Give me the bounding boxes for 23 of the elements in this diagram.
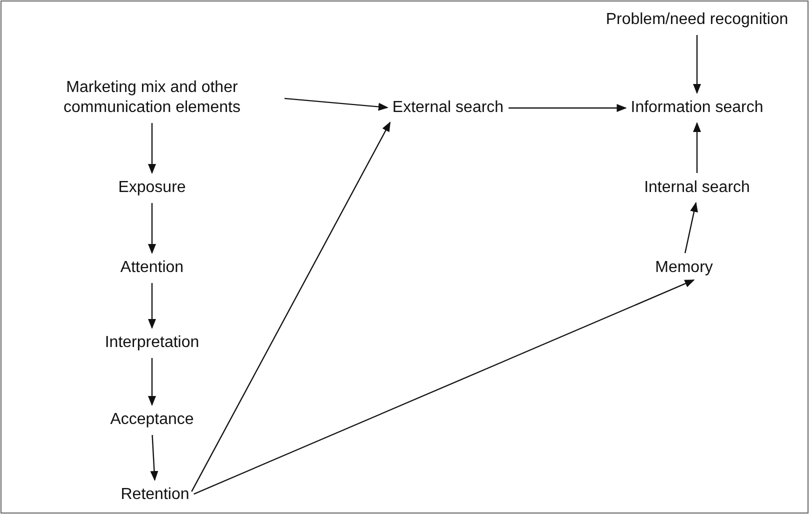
arrow	[693, 35, 701, 94]
node-label: Exposure	[118, 178, 186, 198]
node-label: Information search	[630, 98, 764, 118]
arrow	[684, 202, 698, 254]
arrow	[284, 98, 388, 111]
arrow	[148, 358, 156, 406]
node-label: Attention	[120, 258, 184, 278]
arrow	[191, 122, 391, 492]
arrow	[693, 122, 701, 173]
arrow	[148, 123, 156, 174]
arrow	[148, 283, 156, 329]
arrow	[148, 203, 156, 254]
node-label: Retention	[120, 485, 190, 505]
arrow	[194, 279, 695, 495]
arrow	[508, 104, 627, 112]
node-label: Acceptance	[110, 410, 194, 430]
node-label: Internal search	[644, 178, 750, 198]
node-label: Marketing mix and other communication elements	[62, 78, 242, 118]
node-label: Interpretation	[104, 333, 200, 353]
node-label: Problem/need recognition	[606, 10, 788, 30]
node-label: Memory	[655, 258, 713, 278]
node-label: External search	[392, 98, 504, 118]
arrow	[150, 434, 158, 481]
